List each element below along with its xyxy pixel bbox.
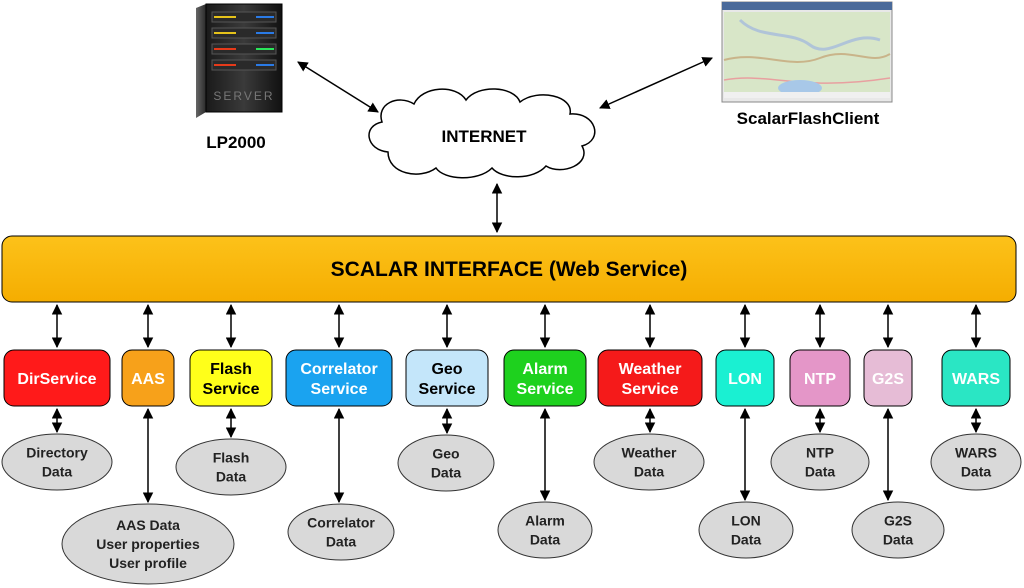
lon-service-label: LON — [728, 371, 762, 388]
ntp-data-label: NTP — [806, 445, 834, 461]
weather-service-label: Service — [622, 381, 679, 398]
correlator-service-shape — [285, 349, 393, 407]
alarm-service-shape — [503, 349, 587, 407]
geo-data-ellipse — [397, 434, 495, 492]
correlator-data-ellipse — [287, 503, 395, 561]
g2s-service-label: G2S — [872, 371, 904, 388]
weather-service-label: Weather — [619, 361, 682, 378]
wars-data-label: Data — [961, 464, 992, 480]
alarm-service-label: Alarm — [522, 361, 567, 378]
ntp-service-shape — [789, 349, 851, 407]
client-label: ScalarFlashClient — [737, 109, 880, 128]
correlator-service-label: Correlator — [300, 361, 377, 378]
lon-service-shape — [715, 349, 775, 407]
cloud-icon — [368, 88, 596, 179]
geo-data-label: Geo — [432, 446, 459, 462]
correlator-service-label: Service — [311, 381, 368, 398]
aas-service-box[interactable]: AAS — [121, 349, 175, 407]
aas-data-label: User properties — [96, 536, 200, 552]
directory-data-label: Data — [42, 464, 73, 480]
weather-data-ellipse — [593, 433, 705, 491]
g2s-data-store: G2S Data — [851, 501, 945, 559]
g2s-data-label: Data — [883, 532, 914, 548]
scalar-interface-label: SCALAR INTERFACE (Web Service) — [331, 258, 688, 281]
ntp-data-label: Data — [805, 464, 836, 480]
dirservice-service-shape — [3, 349, 111, 407]
correlator-data-label: Correlator — [307, 515, 375, 531]
ntp-data-store: NTP Data — [770, 433, 870, 491]
flash-service-label: Service — [203, 381, 260, 398]
connector-layer — [51, 303, 982, 504]
aas-data-label: User profile — [109, 555, 187, 571]
directory-data-label: Directory — [26, 445, 88, 461]
internet-label: INTERNET — [442, 127, 528, 146]
wars-data-store: WARS Data — [930, 433, 1022, 491]
alarm-service-label: Service — [517, 381, 574, 398]
flash-data-label: Flash — [213, 450, 250, 466]
wars-service-shape — [941, 349, 1011, 407]
lon-data-store: LON Data — [698, 501, 794, 559]
lon-data-ellipse — [698, 501, 794, 559]
g2s-data-ellipse — [851, 501, 945, 559]
dirservice-service-label: DirService — [17, 371, 96, 388]
flash-service-label: Flash — [210, 361, 252, 378]
weather-data-label: Weather — [622, 445, 678, 461]
arrow-server-internet — [297, 61, 379, 113]
lon-data-label: Data — [731, 532, 762, 548]
wars-service-box[interactable]: WARS — [941, 349, 1011, 407]
aas-service-shape — [121, 349, 175, 407]
weather-service-shape — [597, 349, 703, 407]
dirservice-service-box[interactable]: DirService — [3, 349, 111, 407]
ntp-service-box[interactable]: NTP — [789, 349, 851, 407]
flash-data-label: Data — [216, 469, 247, 485]
aas-data-ellipse — [61, 503, 235, 585]
g2s-service-shape — [863, 349, 913, 407]
geo-service-label: Geo — [431, 361, 462, 378]
ntp-service-label: NTP — [804, 371, 836, 388]
directory-data-ellipse — [1, 433, 113, 491]
lon-data-label: LON — [731, 513, 761, 529]
flash-data-ellipse — [175, 438, 287, 496]
correlator-data-label: Data — [326, 534, 357, 550]
scalar-interface-bar — [1, 235, 1017, 303]
geo-service-shape — [405, 349, 489, 407]
aas-data-label: AAS Data — [116, 517, 180, 533]
map-screenshot-icon — [721, 1, 893, 103]
server-icon: SERVER — [196, 3, 283, 118]
server-logo-text: SERVER — [213, 89, 274, 103]
g2s-data-label: G2S — [884, 513, 912, 529]
arrow-client-internet — [599, 57, 713, 109]
alarm-data-label: Data — [530, 532, 561, 548]
aas-service-label: AAS — [131, 371, 165, 388]
weather-data-label: Data — [634, 464, 665, 480]
wars-data-label: WARS — [955, 445, 997, 461]
ntp-data-ellipse — [770, 433, 870, 491]
geo-data-label: Data — [431, 465, 462, 481]
g2s-service-box[interactable]: G2S — [863, 349, 913, 407]
wars-data-ellipse — [930, 433, 1022, 491]
wars-service-label: WARS — [952, 371, 1000, 388]
server-label: LP2000 — [206, 133, 266, 152]
alarm-data-ellipse — [497, 501, 593, 559]
alarm-data-label: Alarm — [525, 513, 565, 529]
lon-service-box[interactable]: LON — [715, 349, 775, 407]
geo-service-label: Service — [419, 381, 476, 398]
flash-service-shape — [189, 349, 273, 407]
